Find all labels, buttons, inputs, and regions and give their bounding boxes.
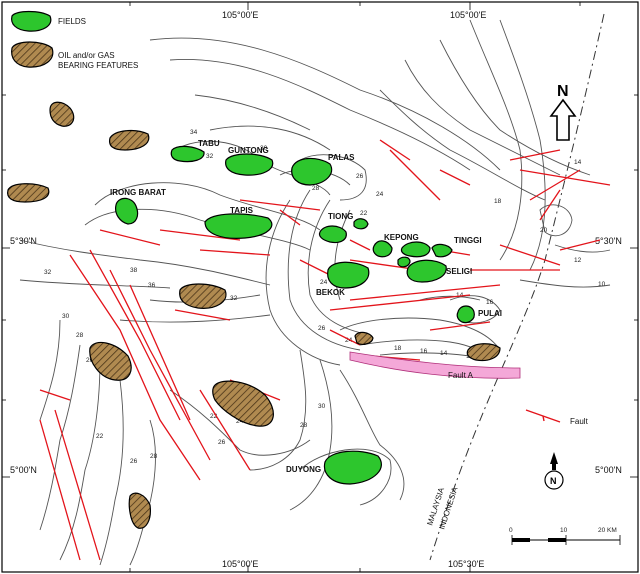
svg-text:24: 24 (376, 191, 384, 198)
svg-text:22: 22 (210, 413, 218, 420)
svg-text:16: 16 (420, 348, 428, 355)
legend: FIELDS OIL and/or GAS BEARING FEATURES (11, 10, 138, 70)
field-tiong-small (353, 218, 369, 230)
fault-a-label: Fault A (448, 371, 474, 380)
field-tiong (318, 225, 347, 244)
svg-text:28: 28 (76, 332, 84, 339)
label-irong-barat: IRONG BARAT (110, 188, 166, 197)
svg-text:18: 18 (494, 198, 502, 205)
scale-bar: 0 10 20 KM (509, 527, 621, 545)
svg-text:30: 30 (260, 145, 268, 152)
svg-text:26: 26 (318, 325, 326, 332)
svg-text:20: 20 (540, 227, 548, 234)
north-arrow-icon: N (549, 83, 577, 141)
compass-icon: N (544, 452, 564, 490)
scale-zero: 0 (509, 527, 513, 534)
legend-fields-label: FIELDS (58, 17, 86, 26)
field-duyong (323, 450, 382, 485)
svg-text:38: 38 (130, 267, 138, 274)
field-guntong (225, 153, 274, 176)
field-tinggi (431, 243, 453, 258)
svg-text:36: 36 (148, 282, 156, 289)
label-kepong: KEPONG (384, 233, 419, 242)
svg-text:32: 32 (206, 153, 214, 160)
fault-legend: Fault (525, 409, 589, 426)
label-bekok: BEKOK (316, 288, 345, 297)
svg-text:28: 28 (300, 422, 308, 429)
lat-label-right-low: 5°00'N (595, 465, 622, 475)
label-tabu: TABU (198, 139, 220, 148)
svg-text:26: 26 (86, 357, 94, 364)
svg-text:14: 14 (574, 159, 582, 166)
field-bekok (327, 261, 370, 289)
field-palas (291, 157, 333, 186)
field-seligi-small (397, 256, 411, 268)
lat-label-left-low: 5°00'N (10, 465, 37, 475)
label-seligi: SELIGI (446, 267, 472, 276)
svg-text:32: 32 (44, 269, 52, 276)
fault-lines (39, 139, 611, 561)
svg-text:16: 16 (486, 299, 494, 306)
fault-legend-label: Fault (570, 417, 589, 426)
contour-labels: 34 32 30 28 26 24 22 20 18 16 14 12 10 3… (44, 129, 606, 465)
svg-text:24: 24 (236, 418, 244, 425)
svg-text:30: 30 (62, 313, 70, 320)
compass-label: N (550, 476, 557, 486)
field-tabu (170, 145, 205, 163)
svg-text:24: 24 (345, 337, 353, 344)
svg-text:32: 32 (230, 295, 238, 302)
label-guntong: GUNTONG (228, 146, 269, 155)
field-kepong-east (400, 241, 431, 258)
svg-text:30: 30 (318, 403, 326, 410)
svg-text:34: 34 (190, 129, 198, 136)
field-seligi (406, 259, 447, 283)
legend-oilgas-label-1: OIL and/or GAS (58, 51, 115, 60)
label-palas: PALAS (328, 153, 355, 162)
label-duyong: DUYONG (286, 465, 321, 474)
contour-lines (19, 19, 611, 566)
fault-a-zone (349, 351, 521, 379)
field-tapis (204, 213, 273, 239)
oil-fields (115, 145, 475, 485)
svg-text:28: 28 (312, 185, 320, 192)
svg-text:18: 18 (394, 345, 402, 352)
lon-label-bottom-right: 105°30'E (448, 559, 484, 569)
svg-text:26: 26 (130, 458, 138, 465)
label-tinggi: TINGGI (454, 236, 482, 245)
legend-oilgas-swatch (11, 41, 54, 68)
legend-oilgas-label-2: BEARING FEATURES (58, 61, 138, 70)
svg-text:22: 22 (96, 433, 104, 440)
svg-text:12: 12 (574, 257, 582, 264)
svg-text:26: 26 (356, 173, 364, 180)
scale-twenty: 20 KM (598, 527, 617, 534)
label-pulai: PULAI (478, 309, 502, 318)
lon-label-top-left: 105°00'E (222, 10, 258, 20)
field-irong-barat (115, 197, 139, 225)
svg-text:24: 24 (320, 279, 328, 286)
lon-label-bottom-left: 105°00'E (222, 559, 258, 569)
label-tapis: TAPIS (230, 206, 254, 215)
label-tiong: TIONG (328, 212, 353, 221)
field-pulai (456, 305, 475, 324)
oilgas-features (7, 101, 501, 529)
svg-text:22: 22 (360, 210, 368, 217)
svg-text:10: 10 (598, 281, 606, 288)
svg-text:28: 28 (150, 453, 158, 460)
scale-ten: 10 (560, 527, 568, 534)
svg-text:14: 14 (440, 350, 448, 357)
lat-label-right-mid: 5°30'N (595, 236, 622, 246)
svg-text:26: 26 (218, 439, 226, 446)
north-label: N (557, 83, 569, 100)
lon-label-top-right: 105°00'E (450, 10, 486, 20)
field-kepong (372, 240, 393, 258)
legend-field-swatch (11, 10, 52, 32)
